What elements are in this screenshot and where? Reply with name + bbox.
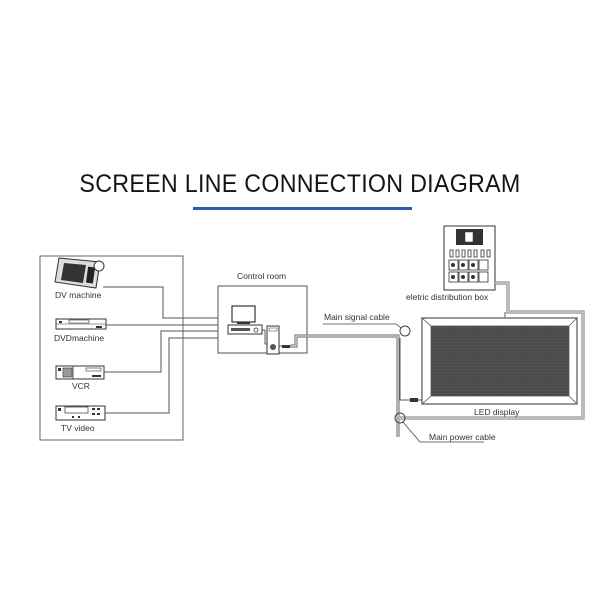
title-underline [193,207,412,210]
main-power-cable [400,281,585,420]
power-cable-label: Main power cable [429,432,496,442]
source-label-vcr: VCR [72,381,90,391]
led-display-label: LED display [474,407,520,417]
signal-cable-marker [399,325,411,337]
vcr-icon [55,365,105,380]
sources-box [39,255,184,441]
power-cable-leader [402,421,484,443]
source-label-dvdmachine: DVDmachine [54,333,104,343]
control-room-box [217,285,308,354]
dvd-player-icon [55,318,107,330]
source-label-tv-video: TV video [61,423,95,433]
breaker-box-icon [443,225,496,291]
computer-workstation-icon [227,305,290,355]
main-signal-cable [290,334,428,437]
power-cable-marker [394,412,406,424]
control-room-label: Control room [237,271,286,281]
signal-cable-label: Main signal cable [324,312,390,322]
source-label-dv-machine: DV machine [55,290,102,300]
diagram-title: SCREEN LINE CONNECTION DIAGRAM [79,170,521,198]
source-wires [103,286,218,414]
signal-cable-leader [323,323,402,329]
distribution-box-label: eletric distribution box [406,292,489,302]
tv-video-player-icon [55,405,106,421]
led-panel-icon [420,317,579,405]
camcorder-icon [54,257,105,289]
